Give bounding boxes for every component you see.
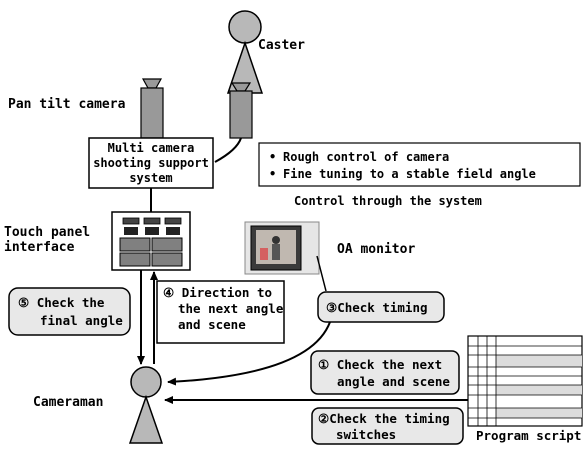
system-label-line3: system [129, 171, 172, 185]
control-caption: Control through the system [294, 194, 482, 208]
monitor-to-timing-connector [316, 255, 327, 292]
multi-camera-system-box [88, 137, 214, 189]
caster-label: Caster [258, 38, 305, 53]
program-script-sheet [467, 335, 583, 427]
oa-monitor [244, 221, 320, 275]
step4-line2: the next angle [178, 301, 284, 316]
arrow-timing-to-cameraman [167, 321, 331, 386]
program-script-label: Program script [476, 428, 581, 443]
pan-tilt-camera-left [140, 78, 164, 139]
pan-tilt-camera-right [229, 82, 253, 139]
oa-monitor-label: OA monitor [337, 242, 415, 257]
step4-line1: ④ Direction to [163, 285, 272, 300]
control-bullet-1: Rough control of camera [283, 150, 449, 164]
step1-line2: angle and scene [337, 374, 450, 389]
step5-box [8, 287, 131, 336]
control-bullet-dot-2: • [269, 167, 276, 181]
step2-box [311, 407, 464, 445]
step3-box [317, 291, 445, 323]
step5-line2: final angle [40, 313, 123, 328]
touch-panel-label-line1: Touch panel [4, 225, 90, 240]
step4-box [156, 280, 285, 344]
step2-line1: ②Check the timing [318, 411, 450, 426]
control-box [258, 142, 581, 187]
control-bullet-2: Fine tuning to a stable field angle [283, 167, 536, 181]
step1-box [310, 350, 460, 395]
step3-label: ③Check timing [326, 300, 428, 315]
step5-line1: ⑤ Check the [18, 295, 105, 310]
pan-tilt-camera-label: Pan tilt camera [8, 97, 126, 112]
step2-line2: switches [336, 427, 396, 442]
cameraman-figure [128, 366, 164, 444]
control-bullet-dot-1: • [269, 150, 276, 164]
step4-line3: and scene [178, 317, 246, 332]
touch-panel-device [111, 211, 191, 271]
cameraman-label: Cameraman [33, 395, 103, 410]
touch-panel-label-line2: interface [4, 240, 75, 255]
caster-figure [226, 10, 264, 94]
system-label-line2: shooting support [93, 156, 209, 170]
camera-cable [214, 137, 242, 163]
system-label-line1: Multi camera [108, 141, 195, 155]
step1-line1: ① Check the next [318, 357, 442, 372]
